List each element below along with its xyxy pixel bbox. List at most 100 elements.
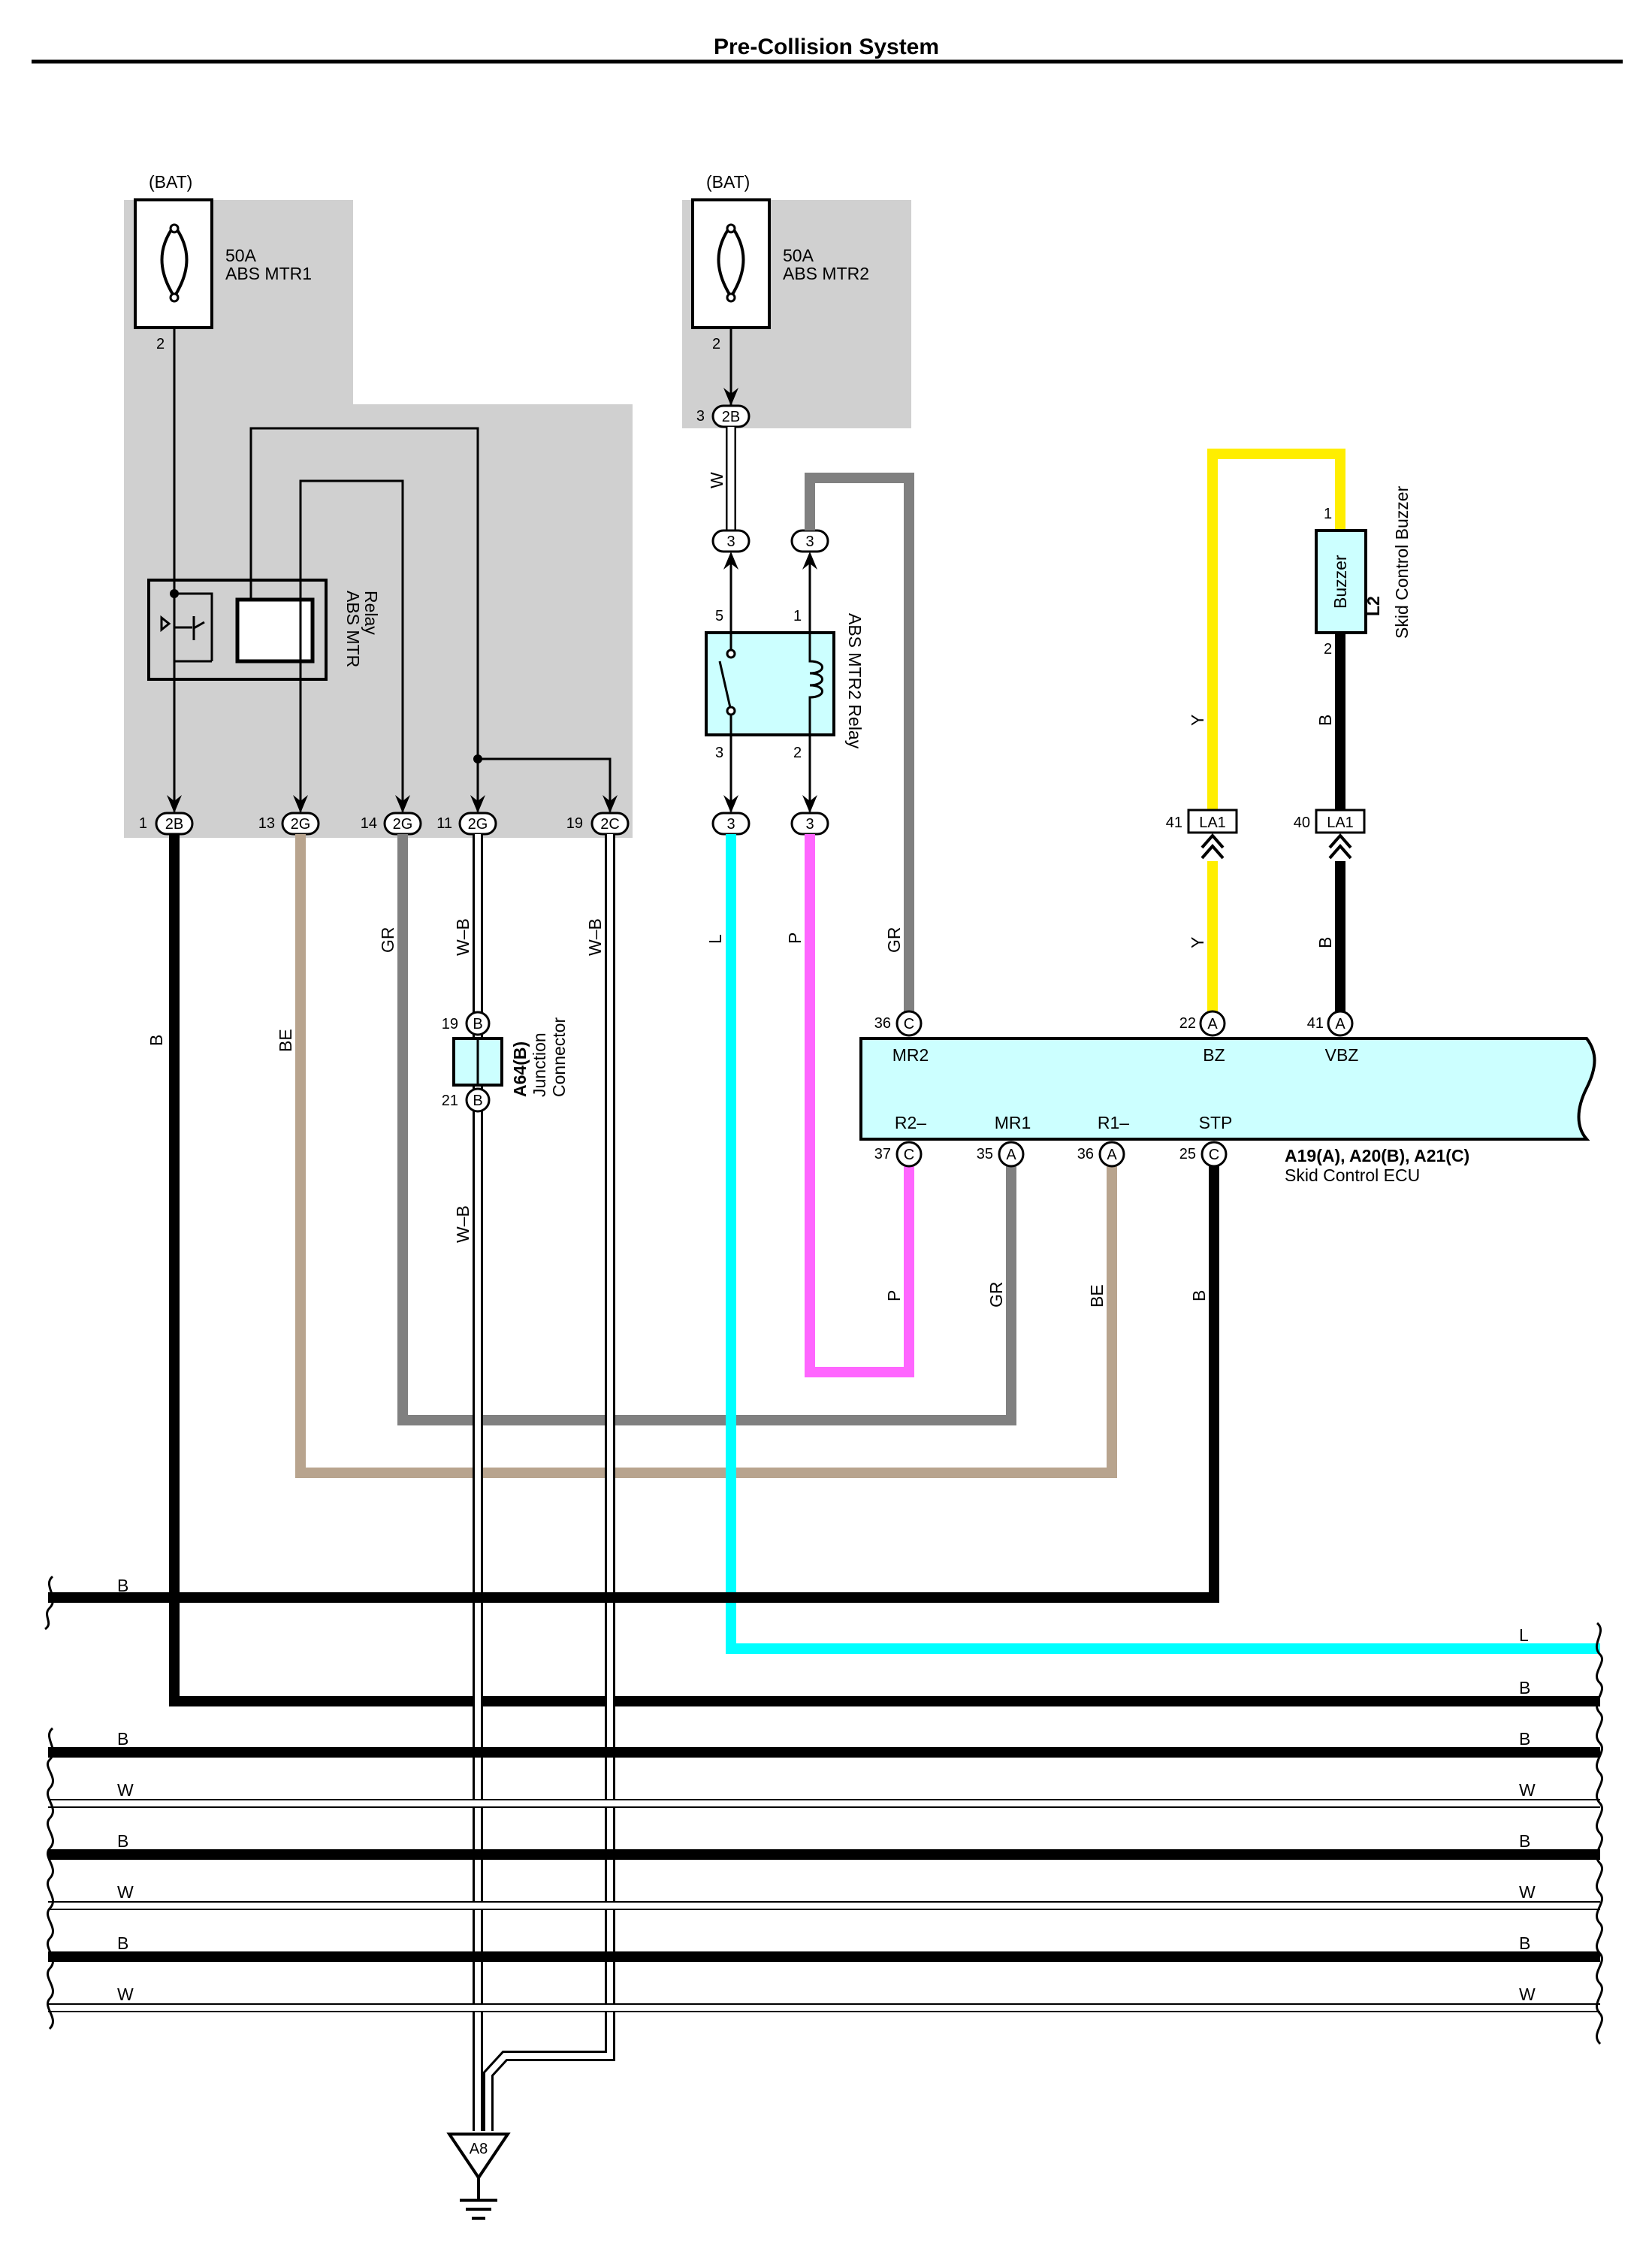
connector-code: 2G [468, 816, 488, 833]
relay1-junction-dot [170, 589, 179, 598]
junction-letter-bottom: B [473, 1093, 482, 1109]
pin-conn: C [1209, 1147, 1219, 1163]
connector-code: 3 [726, 816, 735, 833]
pin-num: 36 [1077, 1146, 1094, 1162]
bus-4-left-label: W [117, 1780, 134, 1800]
la1-connector-41: 41 LA1 [1166, 809, 1238, 834]
pin-label: R1– [1098, 1113, 1129, 1132]
wire-b-2b [169, 834, 1600, 1706]
pin-conn: A [1335, 1016, 1345, 1032]
bus-6-right-label: W [1519, 1882, 1536, 1902]
bus-1-right-label: L [1519, 1625, 1529, 1645]
bus-3-right-label: B [1519, 1729, 1530, 1749]
wire-b-stp [48, 1148, 1219, 1603]
ecu-bottom-pin-mr1: MR1 35 A [977, 1113, 1031, 1168]
connector-num: 1 [139, 815, 147, 832]
relay1-box [147, 579, 328, 681]
relay1-label-1: ABS MTR [343, 591, 363, 667]
relay2-pin-2: 2 [793, 745, 802, 761]
pin-num: 36 [874, 1015, 891, 1032]
relay1-wire-2g13 [299, 479, 404, 812]
connector-num: 3 [696, 408, 705, 425]
wire-gr-mr2 [805, 473, 914, 1022]
relay1-split-dot [473, 754, 482, 763]
pin-label: VBZ [1325, 1045, 1359, 1065]
ecu-top-pin-bz: 22 A BZ [1179, 1010, 1226, 1065]
connector-code: 2B [722, 409, 740, 425]
pin-label: MR2 [892, 1045, 929, 1065]
relay2-coil-icon [808, 633, 823, 735]
fuse2-pin: 2 [712, 336, 720, 352]
wire-l [726, 834, 1600, 1654]
bus-6-left-label: W [117, 1882, 134, 1902]
relay1-label-2: Relay [361, 591, 381, 635]
junction-label-2: Connector [549, 1017, 569, 1097]
ecu-name: Skid Control ECU [1285, 1165, 1420, 1185]
wire-gr-left-label: GR [378, 927, 397, 954]
wire-gr-mr2-label: GR [884, 927, 904, 954]
ground-triangle [446, 2133, 511, 2181]
connector-num: 14 [361, 815, 377, 832]
bus-5-left-label: B [117, 1831, 128, 1851]
buzzer-code: L2 [1364, 596, 1383, 616]
fuse2-terminal-top [726, 223, 736, 234]
fuse1-terminal-bottom [169, 292, 180, 303]
wire-l-label: L [705, 934, 725, 944]
fuse2-terminal-bottom [726, 292, 736, 303]
connector-code: 3 [726, 534, 735, 550]
wire-be-r1 [295, 834, 1117, 1478]
pin-conn: C [904, 1016, 914, 1032]
bus-7-left-label: B [117, 1933, 128, 1953]
pin-label: STP [1199, 1113, 1233, 1132]
block1-connector-11: 11 2G [436, 812, 497, 836]
pin-num: 35 [977, 1146, 993, 1162]
relay2-arrow-up-left [723, 552, 738, 570]
ecu-bottom-pin-r2: R2– 37 C [874, 1113, 926, 1168]
ecu-code: A19(A), A20(B), A21(C) [1285, 1146, 1469, 1165]
wire-wb-upper-label: W–B [453, 918, 473, 956]
pin-num: 37 [874, 1146, 891, 1162]
junction-label-1: Junction [530, 1032, 549, 1097]
block1-connector-1: 1 2B [139, 812, 194, 836]
bus-2-right-label: B [1519, 1678, 1530, 1697]
relay2-conn-bottom-left: 3 [711, 812, 750, 836]
fuse1-terminal-top [169, 223, 180, 234]
wire-b-buzzer-label: B [1315, 715, 1335, 726]
fuse1-rating: 50A [225, 246, 257, 265]
wire-wb-19 [483, 834, 615, 2131]
buzzer-pin-1: 1 [1324, 506, 1332, 522]
pin-num: 22 [1179, 1015, 1196, 1032]
connector-code: LA1 [1327, 815, 1354, 831]
pin-conn: A [1006, 1147, 1016, 1163]
fuse2-name: ABS MTR2 [783, 264, 869, 283]
connector-code: 3 [805, 816, 814, 833]
fuse1-box [134, 198, 213, 329]
ecu-bottom-pin-stp: STP 25 C [1179, 1113, 1233, 1168]
wire-w-2b-label: W [707, 472, 726, 488]
block1-connector-14: 14 2G [361, 812, 422, 836]
connector-num: 19 [566, 815, 583, 832]
connector-code: 2G [291, 816, 311, 833]
bus-right-break [1595, 1622, 1603, 2045]
fuse2-box [691, 198, 771, 329]
connector-code: LA1 [1199, 815, 1226, 831]
ground-label: A8 [470, 2141, 488, 2157]
buzzer-box [1315, 529, 1367, 634]
wire-b-2b-label: B [146, 1035, 166, 1046]
pin-num: 25 [1179, 1146, 1196, 1162]
wire-b-stp-label: B [1189, 1290, 1209, 1301]
block1-connector-19: 19 2C [566, 812, 630, 836]
relay2-conn-top-right: 3 [790, 529, 829, 553]
relay2-label: ABS MTR2 Relay [845, 613, 865, 749]
block1-connector-13: 13 2G [258, 812, 320, 836]
wire-p-left-label: P [785, 933, 805, 944]
bus-left-break [47, 1727, 55, 2030]
la1-connector-40: 40 LA1 [1294, 809, 1366, 834]
block1-arrows [167, 795, 618, 813]
buzzer-inner-label: Buzzer [1330, 555, 1350, 609]
relay2-conn-bottom-right: 3 [790, 812, 829, 836]
ecu-top-pin-vbz: 41 A VBZ [1307, 1010, 1359, 1065]
bus-5-right-label: B [1519, 1831, 1530, 1851]
relay2-conn-top-left: 3 [711, 529, 750, 553]
wire-wb-lower-label: W–B [453, 1205, 473, 1243]
